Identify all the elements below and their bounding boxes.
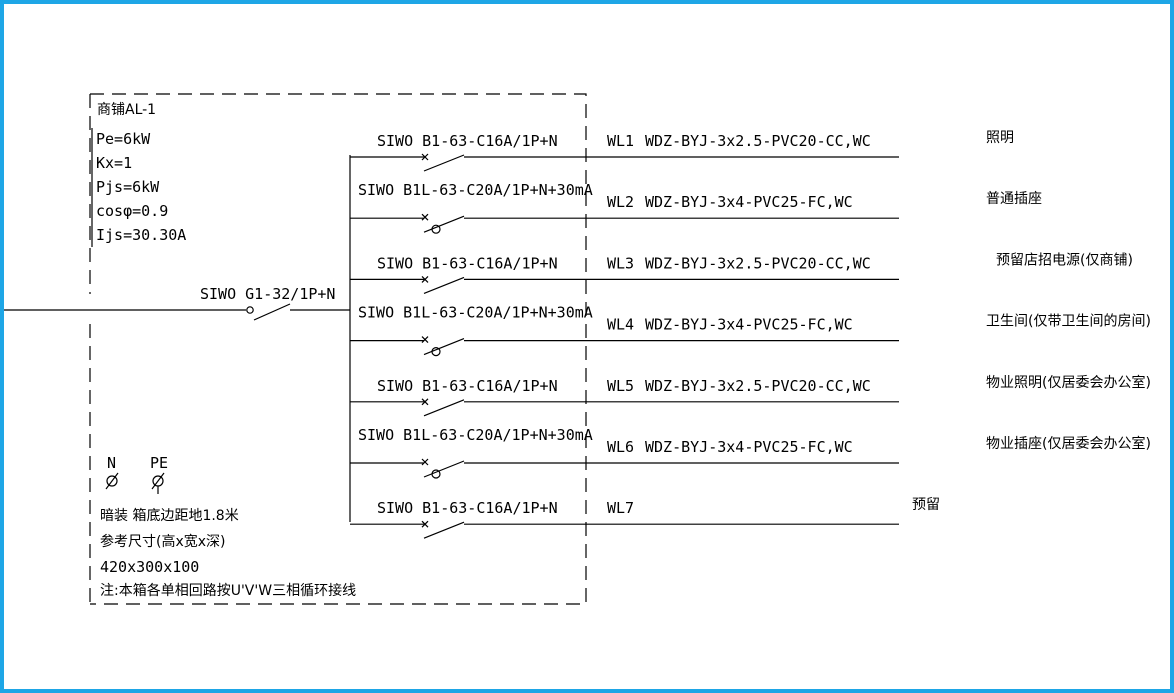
- panel-box-outline: [90, 93, 587, 605]
- breaker-blade: [423, 521, 465, 539]
- breaker-cross: [421, 520, 429, 528]
- circuit-wl4: SIWO B1L-63-C20A/1P+N+30mA WL4 WDZ-BYJ-3x4…: [350, 304, 1151, 357]
- terminal-n-symbol: [106, 475, 118, 487]
- breaker-label: SIWO B1L-63-C20A/1P+N+30mA: [358, 181, 593, 199]
- circuit-wl3: SIWO B1-63-C16A/1P+N WL3 WDZ-BYJ-3x2.5-PVC…: [350, 252, 1133, 294]
- load-name: 物业照明(仅居委会办公室): [986, 374, 1151, 391]
- panel-param: Pjs=6kW: [96, 178, 160, 196]
- breaker-cross: [421, 336, 429, 344]
- cable-spec: WDZ-BYJ-3x4-PVC25-FC,WC: [645, 193, 853, 211]
- cable-spec: WDZ-BYJ-3x2.5-PVC20-CC,WC: [645, 132, 871, 150]
- load-name: 预留: [912, 497, 940, 513]
- main-breaker-label: SIWO G1-32/1P+N: [200, 285, 335, 303]
- breaker-blade: [423, 460, 465, 478]
- breaker-label: SIWO B1L-63-C20A/1P+N+30mA: [358, 304, 593, 322]
- breaker-blade: [423, 154, 465, 172]
- breaker-label: SIWO B1L-63-C20A/1P+N+30mA: [358, 426, 593, 444]
- breaker-cross: [421, 398, 429, 406]
- load-name: 照明: [986, 130, 1014, 146]
- circuit-wl2: SIWO B1L-63-C20A/1P+N+30mA WL2 WDZ-BYJ-3x4…: [350, 181, 1042, 234]
- circuit-id: WL2: [607, 193, 634, 211]
- breaker-blade: [423, 338, 465, 356]
- breaker-cross: [421, 275, 429, 283]
- cable-spec: WDZ-BYJ-3x2.5-PVC20-CC,WC: [645, 254, 871, 272]
- load-name: 物业插座(仅居委会办公室): [986, 435, 1151, 452]
- panel-note: 参考尺寸(高x宽x深): [100, 533, 226, 550]
- breaker-label: SIWO B1-63-C16A/1P+N: [377, 499, 558, 517]
- breaker-cross: [421, 458, 429, 466]
- panel-param: Ijs=30.30A: [96, 226, 186, 244]
- breaker-label: SIWO B1-63-C16A/1P+N: [377, 377, 558, 395]
- circuit-wl7: SIWO B1-63-C16A/1P+N WL7 预留: [350, 497, 940, 539]
- breaker-blade: [423, 215, 465, 233]
- main-breaker-pivot: [246, 306, 254, 314]
- panel-note: 注:本箱各单相回路按U'V'W三相循环接线: [100, 582, 356, 599]
- circuit-id: WL1: [607, 132, 634, 150]
- circuit-wl1: SIWO B1-63-C16A/1P+N WL1 WDZ-BYJ-3x2.5-PVC…: [350, 130, 1014, 172]
- load-name: 卫生间(仅带卫生间的房间): [986, 314, 1151, 330]
- panel-param: Kx=1: [96, 154, 132, 172]
- circuit-wl6: SIWO B1L-63-C20A/1P+N+30mA WL6 WDZ-BYJ-3x4…: [350, 426, 1151, 479]
- terminal-pe-label: PE: [150, 454, 168, 472]
- terminal-pe-slash: [151, 472, 165, 490]
- terminal-n-label: N: [107, 454, 116, 472]
- breaker-cross: [421, 213, 429, 221]
- panel-param: Pe=6kW: [96, 130, 151, 148]
- cable-spec: WDZ-BYJ-3x2.5-PVC20-CC,WC: [645, 377, 871, 395]
- main-breaker-blade: [253, 303, 291, 321]
- panel-name: 商铺AL-1: [97, 102, 156, 118]
- panel-param: cosφ=0.9: [96, 202, 168, 220]
- circuit-id: WL4: [607, 316, 634, 334]
- breaker-label: SIWO B1-63-C16A/1P+N: [377, 132, 558, 150]
- breaker-blade: [423, 276, 465, 294]
- circuit-id: WL3: [607, 254, 634, 272]
- panel-note: 暗装 箱底边距地1.8米: [100, 508, 239, 524]
- panel-note: 420x300x100: [100, 558, 199, 576]
- circuit-wl5: SIWO B1-63-C16A/1P+N WL5 WDZ-BYJ-3x2.5-PVC…: [350, 374, 1151, 417]
- cable-spec: WDZ-BYJ-3x4-PVC25-FC,WC: [645, 316, 853, 334]
- load-name: 普通插座: [986, 191, 1042, 207]
- breaker-label: SIWO B1-63-C16A/1P+N: [377, 254, 558, 272]
- breaker-cross: [421, 153, 429, 161]
- terminal-n-slash: [105, 472, 119, 490]
- circuit-id: WL5: [607, 377, 634, 395]
- cable-spec: WDZ-BYJ-3x4-PVC25-FC,WC: [645, 438, 853, 456]
- load-name: 预留店招电源(仅商铺): [996, 252, 1133, 268]
- circuit-id: WL7: [607, 499, 634, 517]
- breaker-blade: [423, 399, 465, 417]
- circuit-id: WL6: [607, 438, 634, 456]
